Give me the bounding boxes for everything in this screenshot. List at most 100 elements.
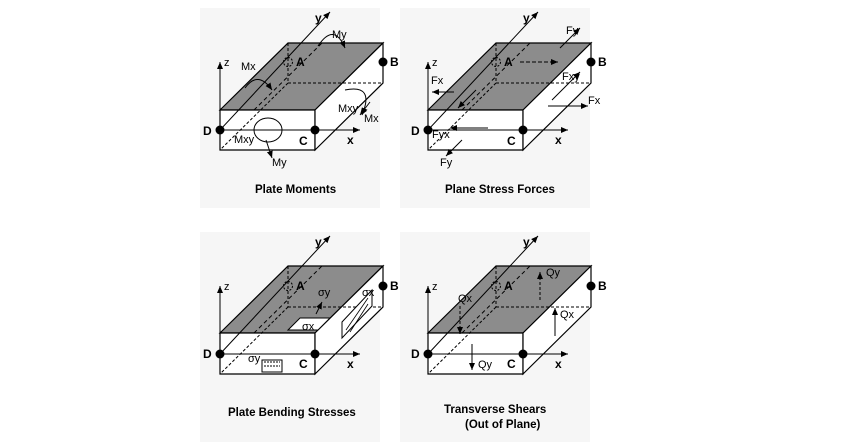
- axis-label-y: y: [315, 235, 322, 249]
- label-my-top: My: [332, 29, 347, 41]
- point-d: [423, 349, 433, 359]
- moment-arc-my-top: [317, 34, 346, 49]
- label-fxy: Fxy: [562, 71, 580, 83]
- panel-plate-moments: z y x A B C D Mx My Mxy Mx Mxy My Plate …: [203, 11, 399, 196]
- label-mxy-front: Mxy: [234, 134, 255, 146]
- label-sigma-x-right: σx: [362, 287, 375, 299]
- point-label-c: C: [299, 134, 308, 148]
- point-b: [378, 57, 388, 67]
- caption-line-1: Transverse Shears: [444, 404, 546, 416]
- point-label-c: C: [299, 357, 308, 371]
- point-label-a: A: [296, 279, 305, 293]
- point-a: [491, 281, 501, 291]
- axis-label-z: z: [432, 281, 438, 293]
- panel-transverse-shears: z y x A B C D Qy Qx Qx Qy Transverse She…: [411, 235, 607, 431]
- axis-label-z: z: [432, 57, 438, 69]
- label-my-bottom: My: [272, 157, 287, 169]
- force-arrow-left-shear: [457, 89, 477, 109]
- point-label-a: A: [504, 279, 513, 293]
- label-fy-bottom: Fy: [440, 157, 453, 169]
- moment-arc-front: [253, 117, 283, 143]
- label-sigma-y-front: σy: [248, 353, 261, 365]
- axis-label-x: x: [555, 357, 562, 371]
- plate-side-face: [522, 264, 592, 376]
- label-tau: σx: [302, 321, 315, 333]
- axis-label-z: z: [224, 281, 230, 293]
- point-label-c: C: [507, 134, 516, 148]
- axis-label-y: y: [315, 11, 322, 25]
- hidden-edge: [427, 306, 497, 375]
- label-fx-left: Fx: [431, 75, 444, 87]
- point-d: [215, 125, 225, 135]
- caption: Plate Bending Stresses: [228, 407, 356, 419]
- caption: Plate Moments: [255, 184, 336, 196]
- mid-line: [253, 265, 323, 334]
- point-c: [310, 125, 320, 135]
- label-fyx: Fyx: [432, 129, 450, 141]
- y-axis: [427, 235, 539, 355]
- label-qy-top: Qy: [546, 267, 561, 279]
- point-label-d: D: [411, 347, 420, 361]
- axis-label-z: z: [224, 57, 230, 69]
- y-axis: [219, 235, 331, 355]
- mid-line: [253, 42, 323, 111]
- point-d: [215, 349, 225, 359]
- point-b: [586, 57, 596, 67]
- point-label-a: A: [504, 55, 513, 69]
- plate-box: [218, 41, 385, 152]
- force-arrow-fxy: [551, 71, 581, 101]
- point-label-b: B: [598, 55, 607, 69]
- point-c: [310, 349, 320, 359]
- label-qy-front: Qy: [478, 359, 493, 371]
- label-mx-right: Mx: [364, 113, 379, 125]
- panel-plane-stress-forces: z y x A B C D Fy Fx Fxy Fx Fyx Fy Plane …: [411, 11, 607, 196]
- hidden-edge: [219, 306, 289, 375]
- plate-side-face: [522, 41, 592, 152]
- axis-label-x: x: [555, 133, 562, 147]
- moment-arrow-mx-right: [359, 101, 371, 116]
- point-b: [378, 281, 388, 291]
- mid-line: [461, 42, 531, 111]
- stress-hatch: [345, 297, 369, 331]
- label-mxy-right: Mxy: [338, 103, 359, 115]
- label-fy-top: Fy: [566, 25, 579, 37]
- hidden-edge: [427, 82, 497, 151]
- axis-label-x: x: [347, 357, 354, 371]
- point-label-b: B: [598, 279, 607, 293]
- plate-box: [426, 41, 593, 152]
- stress-hatch: [349, 303, 369, 333]
- point-label-b: B: [390, 279, 399, 293]
- label-fx-right: Fx: [588, 95, 601, 107]
- point-a: [283, 281, 293, 291]
- caption: Plane Stress Forces: [445, 184, 555, 196]
- hidden-edge: [219, 82, 289, 151]
- point-c: [518, 125, 528, 135]
- axis-label-y: y: [523, 11, 530, 25]
- point-label-b: B: [390, 55, 399, 69]
- point-label-c: C: [507, 357, 516, 371]
- axes: [217, 235, 360, 357]
- point-label-d: D: [203, 347, 212, 361]
- point-d: [423, 125, 433, 135]
- label-sigma-y-top: σy: [318, 287, 331, 299]
- y-axis: [219, 11, 331, 131]
- force-arrow-fy-top: [559, 27, 581, 49]
- axis-label-x: x: [347, 133, 354, 147]
- mid-line: [461, 265, 531, 334]
- point-c: [518, 349, 528, 359]
- caption-line-2: (Out of Plane): [465, 419, 541, 431]
- point-a: [491, 57, 501, 67]
- point-a: [283, 57, 293, 67]
- axis-label-y: y: [523, 235, 530, 249]
- y-axis: [427, 11, 539, 131]
- moment-arrow-my-bottom: [265, 139, 273, 159]
- stress-arrow-sigma-y-top: [315, 301, 323, 315]
- axes: [425, 235, 568, 357]
- point-b: [586, 281, 596, 291]
- point-label-d: D: [203, 124, 212, 138]
- moment-arc-mx-top: [244, 79, 273, 91]
- axes: [217, 11, 360, 133]
- label-qx-left: Qx: [458, 293, 473, 305]
- label-qx-right: Qx: [560, 309, 575, 321]
